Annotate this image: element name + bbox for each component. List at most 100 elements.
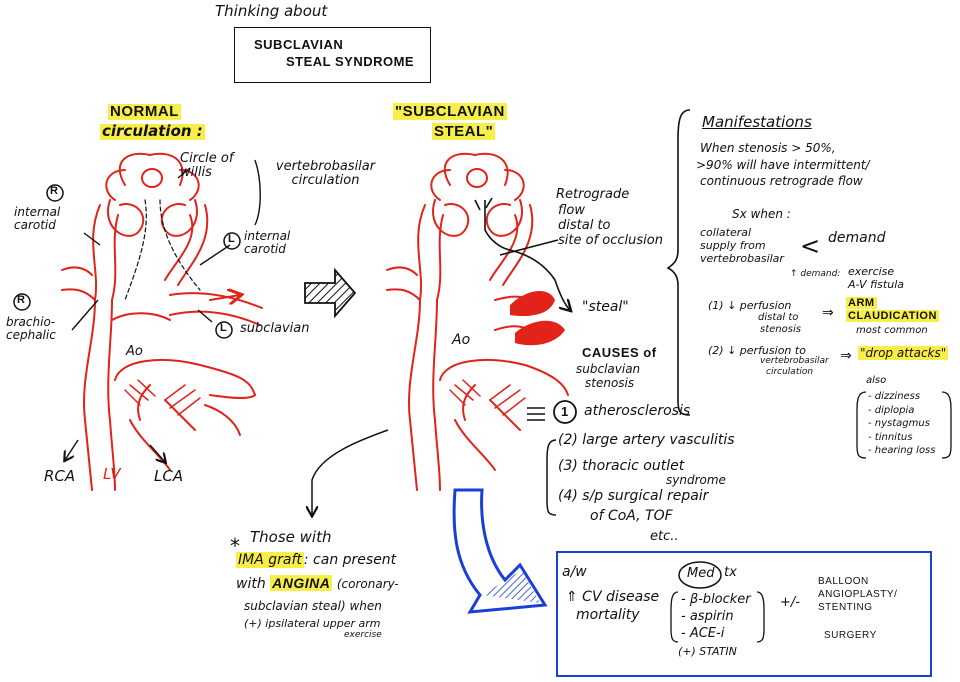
balloon-line-1: BALLOON — [818, 576, 869, 587]
internal-carotid-l-label: internal carotid — [244, 229, 291, 256]
ima-line-2: IMA graft: can present — [236, 552, 397, 568]
subclavian-label: subclavian — [240, 321, 310, 336]
perfusion-2-b: vertebrobasilar — [760, 356, 829, 366]
ima-coronary: (coronary- — [336, 577, 399, 591]
ima-line-1: Those with — [250, 528, 332, 546]
transition-arrow — [304, 267, 357, 319]
cause-4-text-b: of CoA, TOF — [590, 508, 673, 524]
manifest-line-3: continuous retrograde flow — [700, 174, 863, 188]
r-marker-1: R — [50, 185, 59, 197]
l-marker-2: L — [220, 322, 228, 334]
cause-3-text-a: (3) thoracic outlet — [558, 458, 685, 474]
balloon-line-3: STENTING — [818, 602, 873, 613]
symptom-item: - tinnitus — [868, 431, 913, 443]
drug-item: - ACE-i — [681, 626, 725, 641]
ima-line-2-rest: : can present — [303, 552, 397, 568]
stenosis-blob-1 — [510, 290, 555, 317]
steal-label: "steal" — [582, 299, 629, 315]
ima-connector-arrow — [312, 429, 389, 515]
arrow-2: ⇒ — [840, 348, 852, 364]
causes-title-3: stenosis — [585, 376, 635, 390]
arm-claudication-1: ARM — [846, 297, 877, 310]
steal-circulation-diagram — [386, 152, 569, 491]
ima-line-5: exercise — [344, 630, 382, 640]
arm-label: ARM — [846, 297, 877, 309]
symptom-item: - diplopia — [868, 404, 915, 416]
symptom-item: - dizziness — [868, 391, 921, 402]
collateral-line-2: supply from — [700, 239, 766, 252]
perfusion-1-b: distal to — [758, 312, 799, 323]
perfusion-2-c: circulation — [766, 367, 814, 377]
symptom-list: - dizziness - diplopia - nystagmus - tin… — [868, 390, 935, 458]
ima-graft-highlight: IMA graft — [236, 552, 304, 568]
symptom-item: - nystagmus — [868, 418, 930, 429]
rca-label: RCA — [44, 467, 76, 485]
perfusion-1-a: (1) ↓ perfusion — [708, 299, 792, 312]
steal-title-line-1: "SUBCLAVIAN — [393, 103, 507, 120]
symptom-item: - hearing loss — [868, 445, 936, 456]
med-label: Med — [687, 566, 715, 581]
title-box — [234, 27, 431, 83]
also-label: also — [866, 375, 887, 386]
vertebrobasilar-label: vertebrobasilar circulation — [275, 159, 376, 188]
retrograde-line-2: flow — [558, 203, 585, 218]
normal-ao-label: Ao — [126, 344, 143, 359]
brachiocephalic-label: brachio- cephalic — [6, 315, 56, 342]
normal-circulation-diagram — [61, 152, 263, 491]
cause-1-text: atherosclerosis — [584, 403, 691, 419]
collateral-line-3: vertebrobasilar — [700, 252, 784, 265]
steal-title-line-2-text: STEAL" — [432, 123, 496, 140]
collateral-line-1: collateral — [700, 226, 752, 239]
plusminus-label: +/- — [780, 595, 800, 610]
retrograde-line-1: Retrograde — [556, 187, 630, 202]
causes-title-1: CAUSES of — [582, 345, 657, 360]
manifest-line-1: When stenosis > 50%, — [700, 141, 836, 155]
cause-3-text-b: syndrome — [666, 473, 726, 487]
claudication-label: CLAUDICATION — [846, 310, 939, 322]
treatment-arrow — [452, 488, 548, 614]
med-circle — [678, 561, 722, 589]
r-marker-2: R — [17, 294, 26, 306]
statin-label: (+) STATIN — [678, 645, 737, 658]
l-marker-1: L — [228, 233, 236, 245]
cv-line-1: ⇑ CV disease — [566, 589, 660, 605]
circle-of-willis-label: Circle of willis — [180, 151, 234, 180]
normal-title-line-1: NORMAL — [108, 103, 181, 120]
title-line-2: STEAL SYNDROME — [286, 54, 415, 69]
perfusion-2-a: (2) ↓ perfusion to — [708, 344, 806, 357]
cause-4-text-a: (4) s/p surgical repair — [558, 488, 709, 504]
drop-attacks-text: "drop attacks" — [858, 346, 949, 360]
tx-label: tx — [724, 565, 737, 580]
stenosis-blob-2 — [515, 320, 565, 346]
cause-2-text: (2) large artery vasculitis — [558, 432, 735, 448]
av-fistula-label: A-V fistula — [848, 278, 904, 291]
lv-label: LV — [103, 465, 121, 483]
ima-star: * — [230, 534, 240, 558]
demand-label: demand — [828, 230, 886, 246]
normal-title-line-2: circulation : — [100, 122, 205, 140]
internal-carotid-r-label: internal carotid — [14, 205, 61, 232]
drop-attacks-label: "drop attacks" — [858, 346, 949, 360]
manifest-line-2: >90% will have intermittent/ — [696, 158, 870, 172]
drugs-bracket — [670, 591, 679, 643]
arrow-1: ⇒ — [822, 305, 834, 321]
steal-ao-label: Ao — [452, 332, 471, 348]
title-line-1: SUBCLAVIAN — [254, 37, 344, 52]
ima-line-4: (+) ipsilateral upper arm — [244, 617, 381, 630]
retrograde-line-3: distal to — [558, 218, 611, 233]
manifestations-bracket — [666, 109, 691, 416]
ima-line-3: subclavian steal) when — [244, 599, 382, 613]
ima-line-angina: with ANGINA (coronary- — [236, 575, 399, 592]
normal-pointer-lines — [65, 159, 261, 462]
retrograde-line-4: site of occlusion — [558, 233, 663, 248]
angina-highlight: ANGINA — [270, 575, 333, 591]
perfusion-1-c: stenosis — [760, 324, 801, 335]
sx-when-label: Sx when : — [732, 207, 791, 221]
causes-title-2: subclavian — [576, 362, 641, 376]
thinking-about-label: Thinking about — [215, 2, 328, 20]
steal-title-line-2: STEAL" — [432, 123, 496, 140]
retrograde-flow-path — [474, 197, 570, 310]
less-than-sign: < — [800, 232, 821, 260]
most-common-label: most common — [856, 325, 928, 336]
